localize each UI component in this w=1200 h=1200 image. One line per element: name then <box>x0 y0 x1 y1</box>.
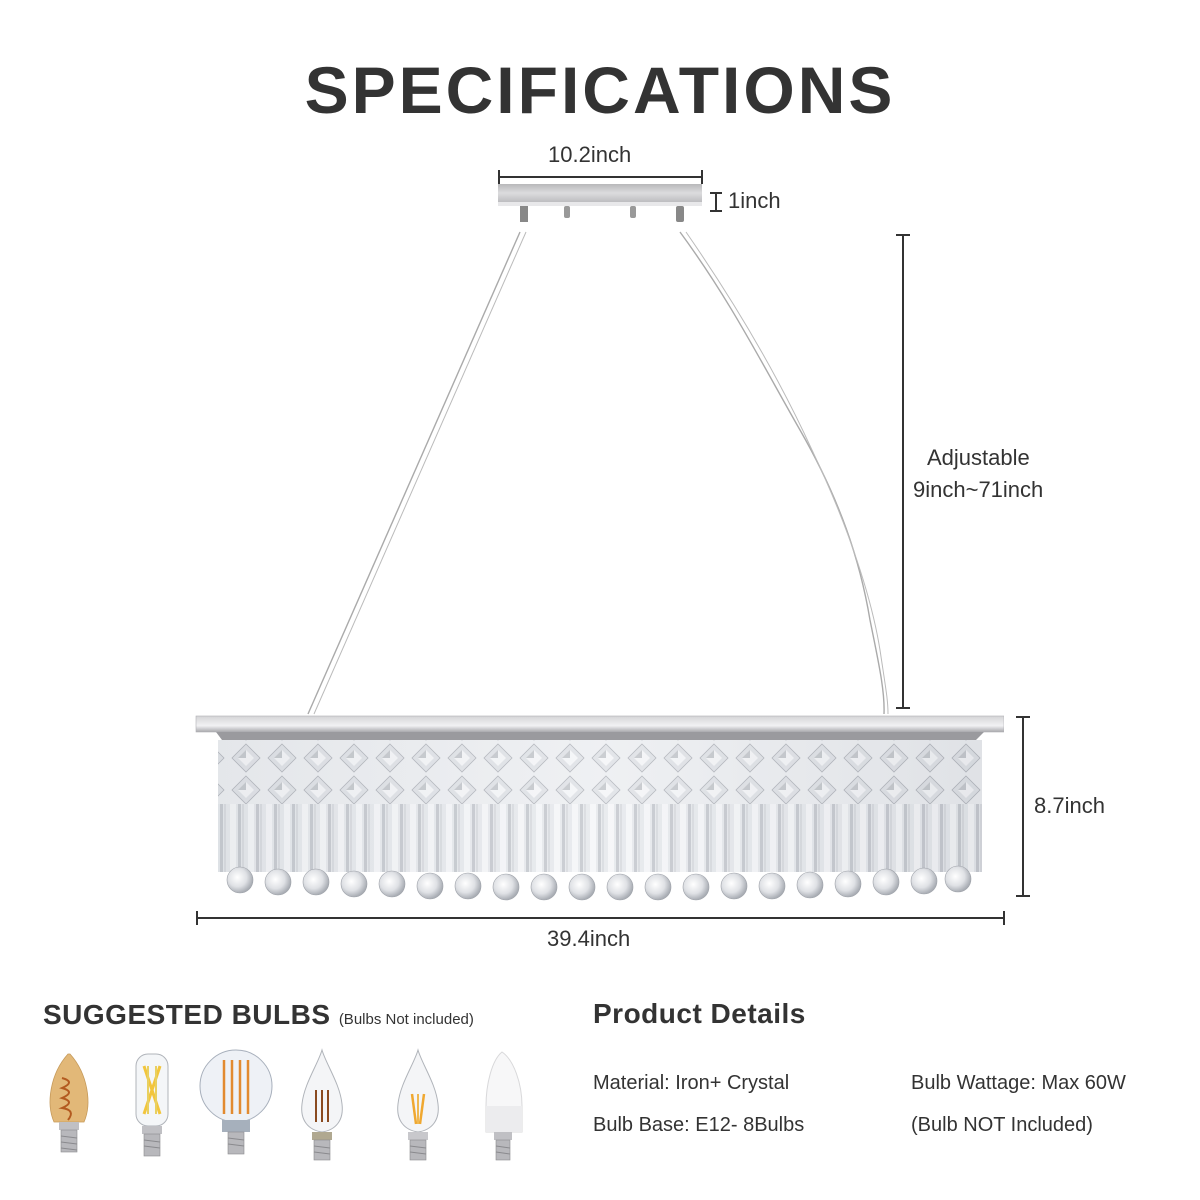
bulb-not-included-detail: (Bulb NOT Included) <box>911 1114 1093 1136</box>
fixture-length-tick-right <box>1003 911 1005 925</box>
canopy-width-tick-right <box>701 170 703 184</box>
amber-spiral-candle-bulb-icon <box>49 1053 89 1153</box>
fixture-height-label: 8.7inch <box>1034 793 1105 818</box>
flame-tip-filament-bulb-icon <box>301 1048 343 1161</box>
adjustable-line <box>902 234 904 708</box>
adjustable-tick-bottom <box>896 707 910 709</box>
fixture-height-tick-bottom <box>1016 895 1030 897</box>
material-detail: Material: Iron+ Crystal <box>593 1072 790 1094</box>
ceiling-canopy <box>498 184 702 232</box>
page-title: SPECIFICATIONS <box>304 53 896 127</box>
fixture-height-line <box>1022 716 1024 896</box>
canopy-height-tick-bottom <box>710 210 722 212</box>
fixture-length-label: 39.4inch <box>547 926 631 951</box>
suggested-bulbs-title: SUGGESTED BULBS <box>43 999 331 1030</box>
bulb-list <box>40 1044 560 1174</box>
bulb-wattage-detail: Bulb Wattage: Max 60W <box>911 1072 1126 1094</box>
canopy-width-label: 10.2inch <box>548 142 632 167</box>
bulb-base-detail: Bulb Base: E12- 8Bulbs <box>593 1114 805 1136</box>
product-details-heading: Product Details <box>593 998 806 1029</box>
fixture-length-line <box>196 917 1004 919</box>
tubular-filament-bulb-icon <box>135 1053 169 1157</box>
frosted-led-candle-bulb-icon <box>485 1051 523 1161</box>
canopy-width-tick-left <box>498 170 500 184</box>
globe-filament-bulb-icon <box>199 1049 273 1155</box>
flame-tip-warm-filament-bulb-icon <box>397 1048 439 1161</box>
crystal-chandelier <box>192 710 1004 910</box>
canopy-width-line <box>498 176 702 178</box>
canopy-height-line <box>715 192 717 210</box>
suggested-bulbs-heading: SUGGESTED BULBS (Bulbs Not included) <box>43 999 474 1031</box>
adjustable-range-label: 9inch~71inch <box>913 477 1044 502</box>
bulbs-not-included-note: (Bulbs Not included) <box>338 1011 474 1028</box>
adjustable-label: Adjustable <box>927 445 1030 470</box>
canopy-height-label: 1inch <box>728 188 781 213</box>
